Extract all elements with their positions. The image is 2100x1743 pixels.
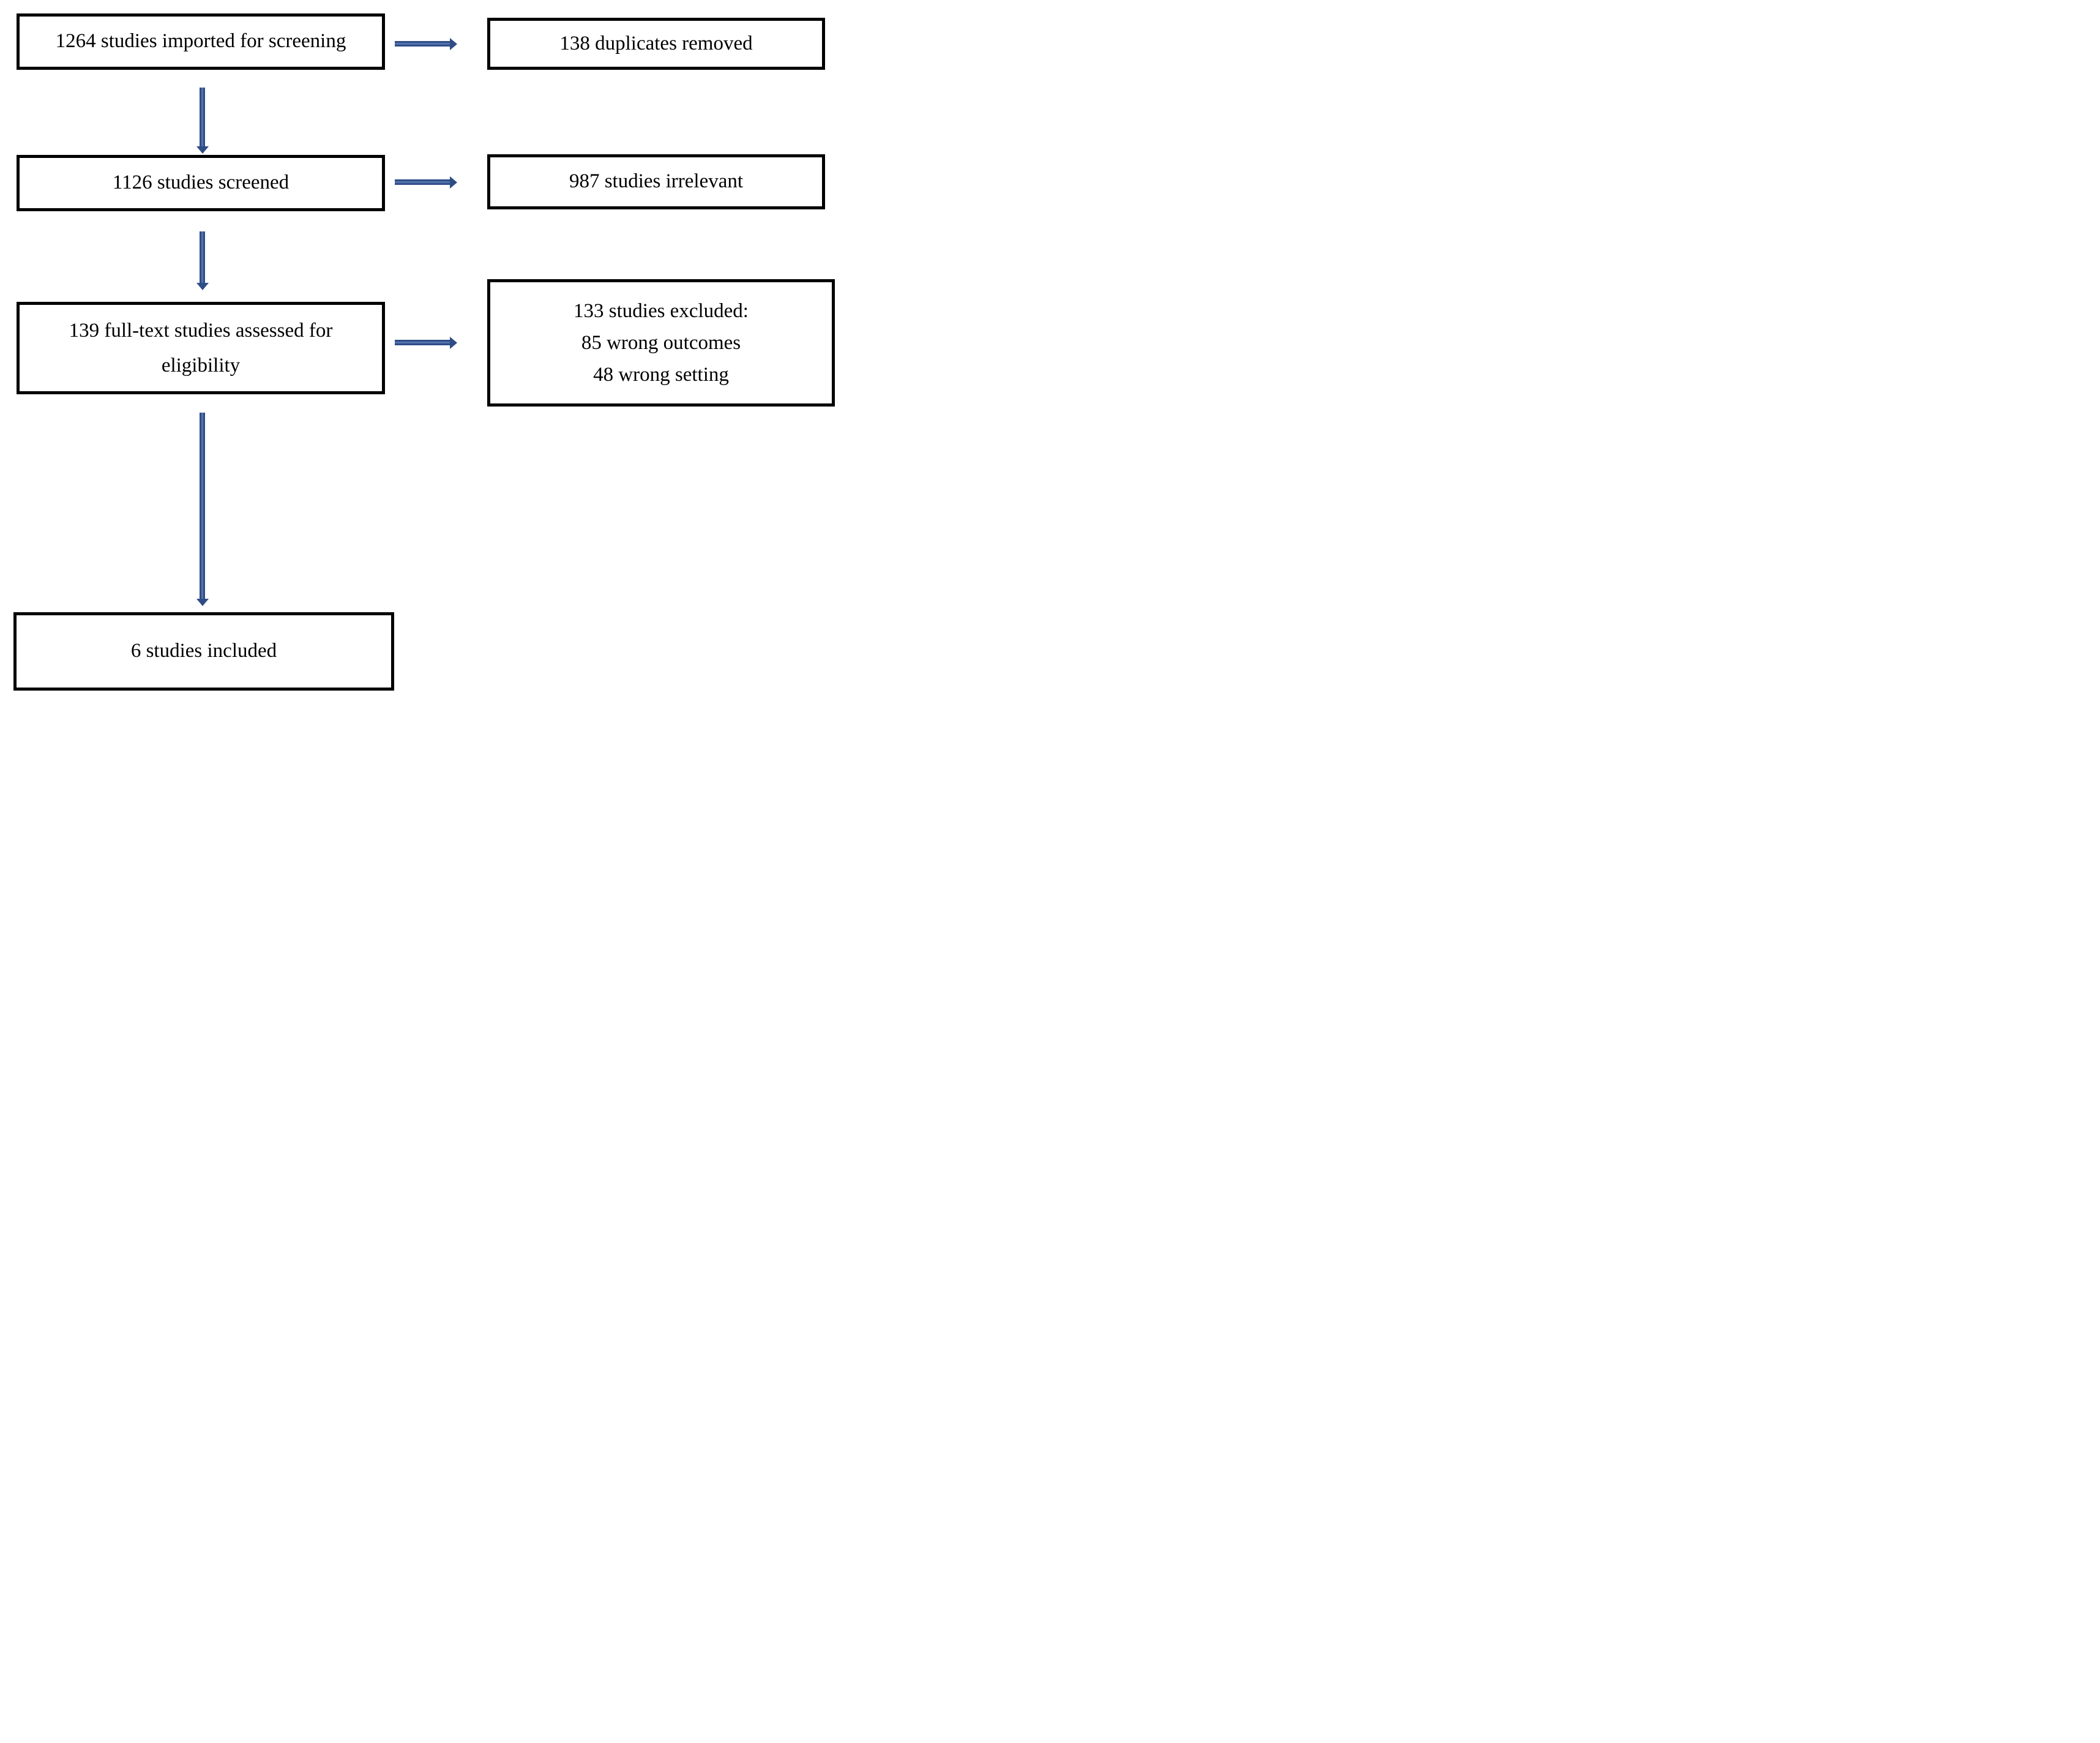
arrow-shaft: [395, 340, 450, 345]
box-studies-included: 6 studies included: [13, 612, 394, 691]
box-studies-excluded-line2: 85 wrong outcomes: [581, 332, 741, 354]
arrow-shaft: [200, 88, 205, 147]
arrow-shaft: [200, 231, 205, 283]
box-studies-imported: 1264 studies imported for screening: [17, 13, 385, 70]
arrow-head: [450, 38, 457, 50]
box-studies-included-label: 6 studies included: [130, 640, 277, 662]
box-fulltext-assessed-line1: 139 full-text studies assessed for: [69, 319, 333, 342]
prisma-flow-diagram: 1264 studies imported for screening 138 …: [0, 0, 840, 697]
arrow-down-imported-to-screened-icon: [196, 88, 209, 154]
box-fulltext-assessed-line2: eligibility: [161, 354, 241, 377]
arrow-head: [450, 176, 457, 189]
box-studies-screened: 1126 studies screened: [17, 155, 385, 211]
arrow-head: [196, 599, 209, 606]
arrow-shaft: [395, 179, 450, 185]
box-studies-irrelevant: 987 studies irrelevant: [487, 154, 825, 209]
box-duplicates-removed: 138 duplicates removed: [487, 18, 825, 70]
box-studies-screened-label: 1126 studies screened: [112, 171, 290, 194]
box-studies-imported-label: 1264 studies imported for screening: [55, 30, 346, 53]
box-studies-excluded-line3: 48 wrong setting: [593, 364, 729, 386]
arrow-down-fulltext-to-included-icon: [196, 413, 209, 606]
arrow-shaft: [200, 413, 205, 599]
box-studies-excluded-line1: 133 studies excluded:: [574, 300, 749, 322]
box-studies-excluded: 133 studies excluded: 85 wrong outcomes …: [487, 279, 835, 407]
box-fulltext-assessed: 139 full-text studies assessed for eligi…: [17, 302, 385, 394]
box-duplicates-removed-label: 138 duplicates removed: [559, 32, 753, 54]
arrow-down-screened-to-fulltext-icon: [196, 231, 209, 290]
arrow-right-fulltext-to-excluded-icon: [395, 337, 457, 349]
arrow-head: [450, 337, 457, 349]
arrow-shaft: [395, 41, 450, 47]
arrow-head: [196, 146, 209, 154]
arrow-right-imported-to-duplicates-icon: [395, 38, 457, 50]
box-studies-irrelevant-label: 987 studies irrelevant: [569, 170, 744, 193]
arrow-head: [196, 283, 209, 290]
arrow-right-screened-to-irrelevant-icon: [395, 176, 457, 189]
